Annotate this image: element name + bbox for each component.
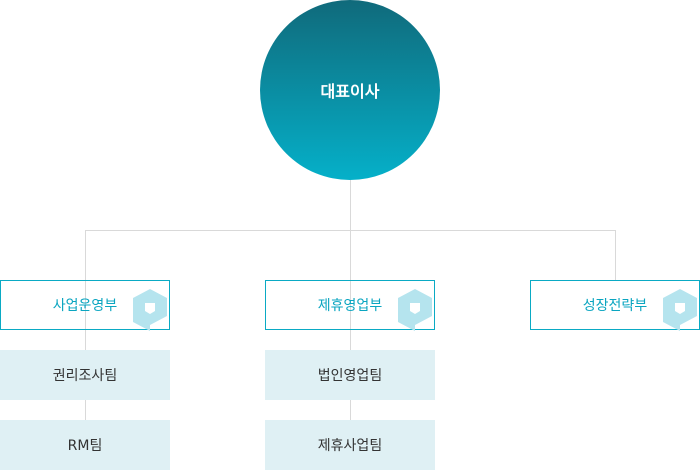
dept-label: 제휴영업부: [317, 298, 383, 314]
dept-node-partnership-sales: 제휴영업부: [265, 280, 435, 331]
team-label: RM팀: [67, 438, 103, 454]
connector-line: [85, 230, 86, 420]
team-node: 권리조사팀: [0, 350, 170, 400]
team-label: 권리조사팀: [52, 368, 118, 384]
dept-node-business-operations: 사업운영부: [0, 280, 170, 331]
dept-label: 사업운영부: [52, 298, 118, 314]
dept-node-growth-strategy: 성장전략부: [530, 280, 700, 331]
connector-line: [615, 230, 616, 280]
connector-line: [350, 230, 351, 420]
team-node: RM팀: [0, 420, 170, 470]
dept-label: 성장전략부: [582, 298, 648, 314]
team-node: 법인영업팀: [265, 350, 435, 400]
logo-icon: [663, 289, 697, 331]
team-label: 제휴사업팀: [317, 438, 383, 454]
logo-icon: [398, 289, 432, 331]
ceo-node: 대표이사: [260, 0, 440, 180]
logo-icon: [133, 289, 167, 331]
team-node: 제휴사업팀: [265, 420, 435, 470]
connector-line: [350, 180, 351, 230]
ceo-label: 대표이사: [320, 82, 380, 101]
team-label: 법인영업팀: [317, 368, 383, 384]
